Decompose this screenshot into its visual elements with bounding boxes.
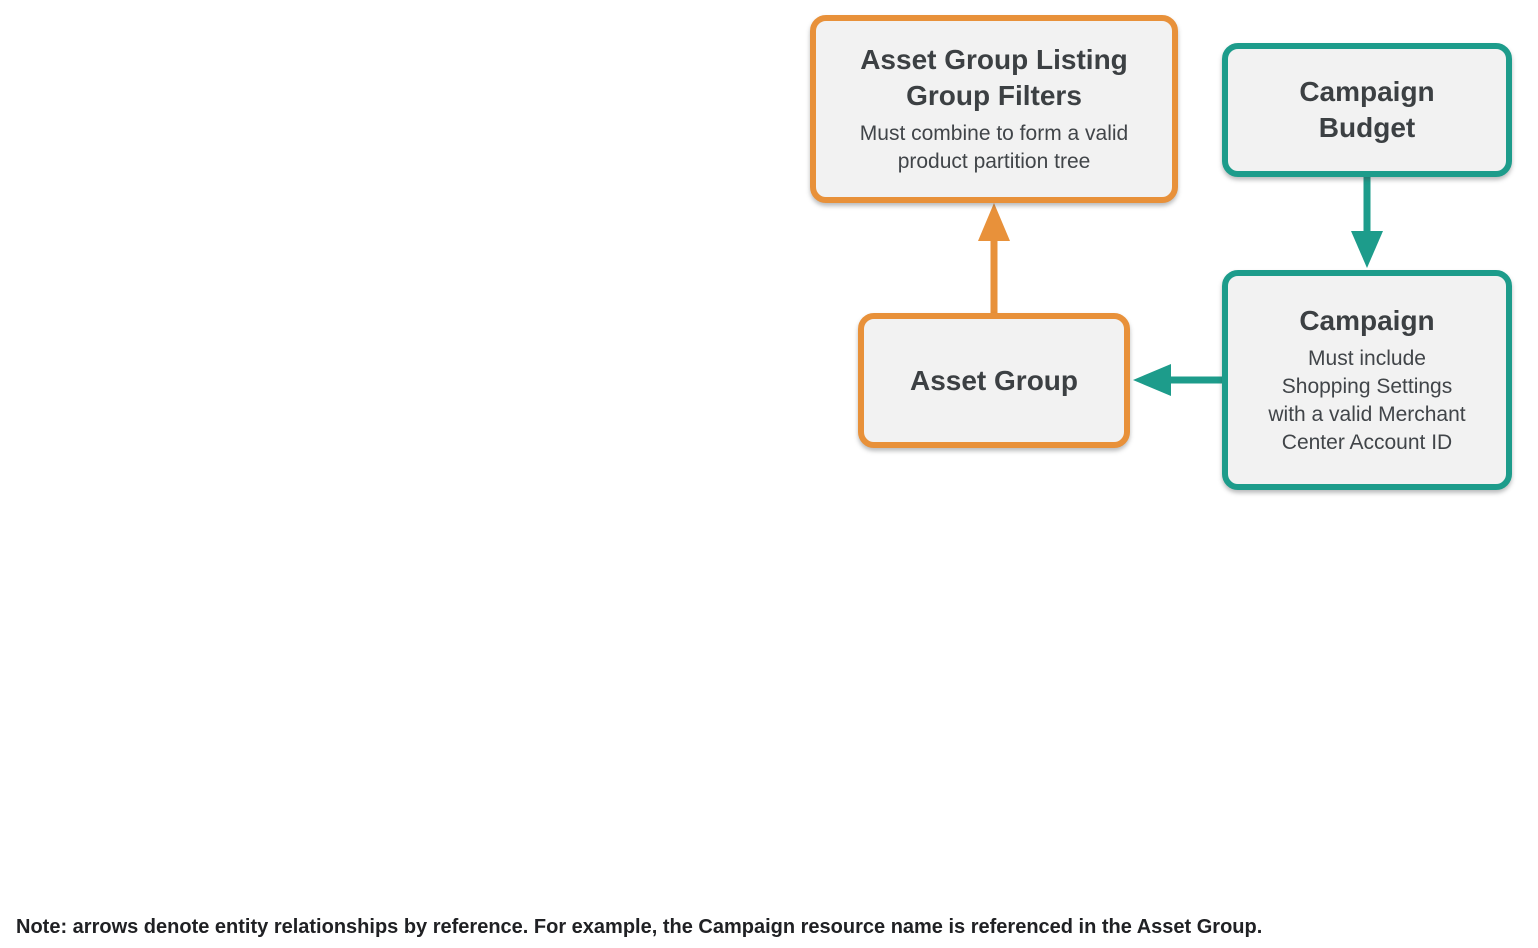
arrow-asset-group-to-listing-group-filters [978, 203, 1010, 313]
node-title: Campaign [1299, 305, 1435, 336]
arrow-head-down-icon [1351, 231, 1383, 268]
arrow-campaign-budget-to-campaign [1351, 177, 1383, 268]
note-text: Note: arrows denote entity relationships… [16, 916, 1263, 938]
node-title: Asset Group Listing Group Filters [860, 44, 1128, 111]
node-campaign-budget: Campaign Budget [1222, 43, 1512, 177]
arrow-head-up-icon [978, 203, 1010, 241]
node-asset-group: Asset Group [858, 313, 1130, 448]
node-asset-group-listing-group-filters: Asset Group Listing Group Filters Must c… [810, 15, 1178, 203]
arrow-head-left-icon [1133, 364, 1171, 396]
arrow-campaign-to-asset-group [1133, 364, 1222, 396]
node-title: Asset Group [909, 364, 1079, 396]
node-subtitle: Must combine to form a valid product par… [859, 122, 1129, 173]
node-subtitle: Must include Shopping Settings with a va… [1268, 347, 1466, 454]
node-campaign: Campaign Must include Shopping Settings … [1222, 270, 1512, 490]
node-title: Campaign Budget [1299, 76, 1435, 143]
